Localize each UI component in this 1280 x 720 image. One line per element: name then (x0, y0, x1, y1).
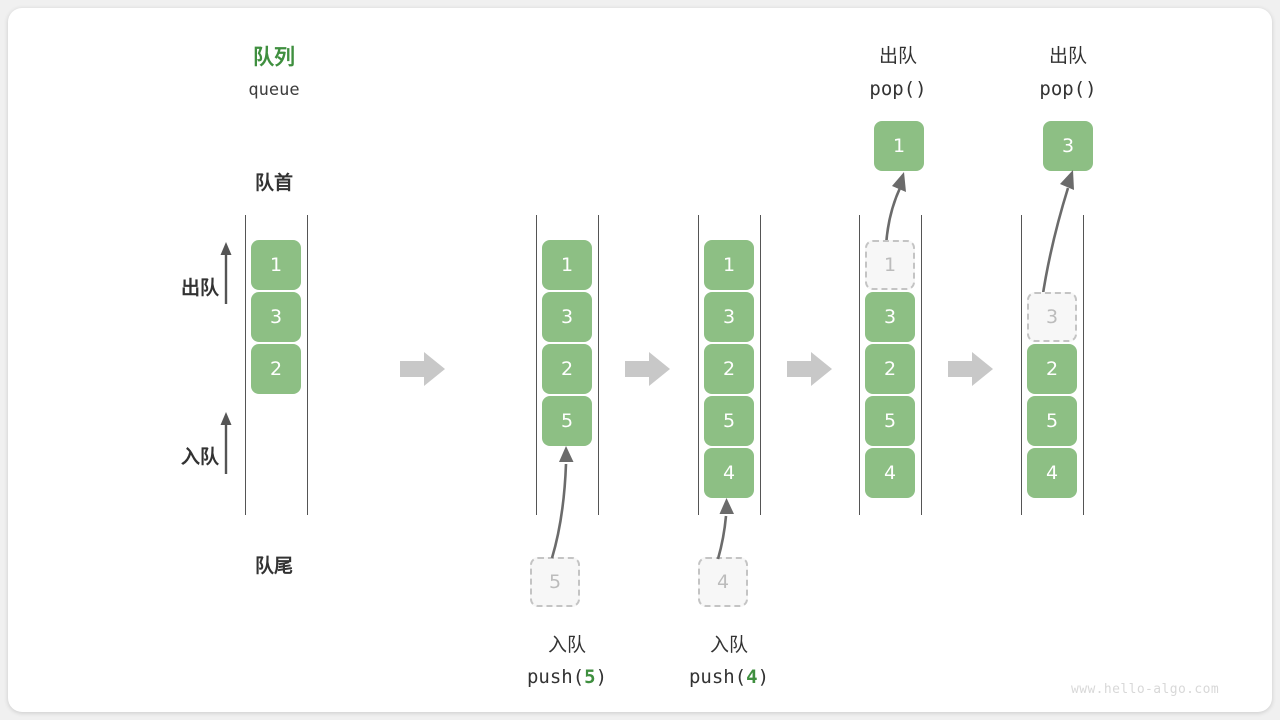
queue-cell: 1 (704, 240, 754, 290)
transition-arrow-icon (400, 352, 445, 386)
pop-label-cn: 出队 (1048, 46, 1087, 67)
transition-arrow-icon (787, 352, 832, 386)
push-arrow-icon (716, 498, 734, 560)
watermark: www.hello-algo.com (1071, 682, 1220, 697)
queue-cell: 5 (1027, 396, 1077, 446)
queue-wall-left (245, 215, 246, 515)
incoming-ghost-cell: 4 (698, 557, 748, 607)
enqueue-label: 入队 (180, 447, 219, 468)
pop-code-prefix: pop( (1039, 78, 1086, 100)
pop-label-code: pop() (998, 78, 1138, 100)
pop-label-cn: 出队 (878, 46, 917, 67)
dequeue-arrow-icon (220, 242, 232, 304)
push-label-cn: 入队 (709, 635, 748, 656)
push-code-suffix: ) (595, 666, 608, 688)
front-label: 队首 (254, 173, 293, 194)
queue-cell: 5 (704, 396, 754, 446)
transition-arrow-icon (625, 352, 670, 386)
dequeue-label: 出队 (180, 278, 219, 299)
queue-cell-new: 5 (542, 396, 592, 446)
queue-cell-new: 4 (704, 448, 754, 498)
transition-arrow-icon (948, 352, 993, 386)
queue-wall-right (598, 215, 599, 515)
push-label-code: push(4) (659, 666, 799, 688)
popped-cell: 1 (874, 121, 924, 171)
push-label-cn: 入队 (547, 635, 586, 656)
push-code-prefix: push( (526, 666, 585, 688)
queue-cell-removed: 3 (1027, 292, 1077, 342)
queue-cell: 2 (542, 344, 592, 394)
queue-cell: 2 (865, 344, 915, 394)
pop-arrow-icon (1040, 170, 1074, 301)
queue-wall-left (698, 215, 699, 515)
diagram-title-cn: 队列 (253, 46, 295, 69)
queue-cell: 3 (865, 292, 915, 342)
pop-code-prefix: pop( (869, 78, 916, 100)
queue-cell: 2 (1027, 344, 1077, 394)
queue-cell: 5 (865, 396, 915, 446)
pop-code-suffix: ) (1085, 78, 1097, 100)
queue-wall-left (1021, 215, 1022, 515)
pop-label-code: pop() (828, 78, 968, 100)
queue-wall-left (536, 215, 537, 515)
queue-cell: 1 (251, 240, 301, 290)
queue-cell: 4 (1027, 448, 1077, 498)
queue-cell: 2 (704, 344, 754, 394)
push-code-prefix: push( (688, 666, 747, 688)
queue-cell: 2 (251, 344, 301, 394)
pop-arrow-icon (884, 172, 906, 247)
incoming-ghost-cell: 5 (530, 557, 580, 607)
enqueue-arrow-icon (220, 412, 232, 474)
queue-wall-left (859, 215, 860, 515)
push-code-arg: 5 (584, 666, 596, 688)
queue-wall-right (307, 215, 308, 515)
diagram-card: 队列 queue 队首 队尾 出队 入队 1 3 2 1 3 2 5 (8, 8, 1272, 712)
push-label-code: push(5) (497, 666, 637, 688)
push-arrow-icon (550, 446, 574, 559)
queue-cell: 3 (542, 292, 592, 342)
queue-wall-right (1083, 215, 1084, 515)
rear-label: 队尾 (254, 556, 293, 577)
diagram-title-en: queue (248, 80, 300, 100)
queue-cell-removed: 1 (865, 240, 915, 290)
push-code-suffix: ) (757, 666, 770, 688)
queue-cell: 1 (542, 240, 592, 290)
pop-code-suffix: ) (915, 78, 927, 100)
queue-wall-right (921, 215, 922, 515)
popped-cell: 3 (1043, 121, 1093, 171)
queue-wall-right (760, 215, 761, 515)
queue-cell: 4 (865, 448, 915, 498)
push-code-arg: 4 (746, 666, 758, 688)
queue-cell: 3 (251, 292, 301, 342)
queue-cell: 3 (704, 292, 754, 342)
